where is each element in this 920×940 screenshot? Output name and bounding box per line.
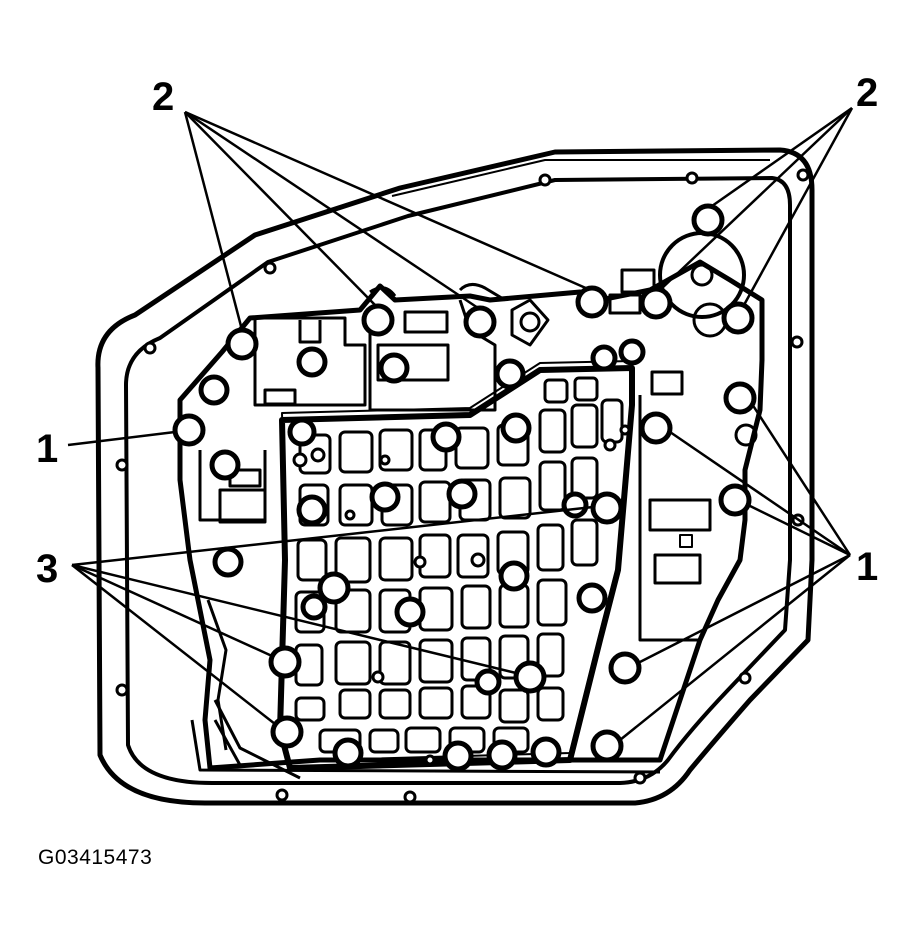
bolt [296,494,328,526]
bolt [723,381,757,415]
bolt [474,668,502,696]
callout-3-left: 3 [36,547,58,591]
bolt [212,546,244,578]
bolt [430,421,462,453]
separator-plate [277,360,635,771]
case-holes [115,168,810,804]
bolts [172,203,757,772]
case-outline [95,147,815,806]
bolt [296,346,328,378]
bolt [446,478,478,510]
bolt [691,203,725,237]
bolt [287,417,317,447]
bolt [639,286,673,320]
bolt [494,358,526,390]
callout-1-right: 1 [856,545,878,589]
bolt [575,285,609,319]
bolt [198,374,230,406]
callout-2-top-right: 2 [856,71,878,115]
bolt [378,352,410,384]
bolt [209,449,241,481]
valve-body [177,231,765,780]
bolt [530,736,562,768]
bolt [317,571,351,605]
bolt [513,660,547,694]
bolt [172,413,206,447]
bolt [500,412,532,444]
bolt [498,560,530,592]
bolt [618,338,646,366]
bolt [590,344,618,372]
bolt [300,593,328,621]
bolt [486,739,518,771]
callout-2-top-left: 2 [152,75,174,119]
bolt [394,596,426,628]
bolt [590,491,624,525]
bolt [332,737,364,769]
bolt [721,301,755,335]
check-ball-holes [292,424,631,766]
bolt [442,740,474,772]
figure-id: G03415473 [38,846,153,869]
leader-lines [67,106,854,741]
bolt [608,651,642,685]
bolt [225,327,259,361]
bolt [576,582,608,614]
bolt [718,483,752,517]
bolt [268,645,302,679]
bolt [463,305,497,339]
bolt [590,729,624,763]
callout-1-left: 1 [36,427,58,471]
bolt [369,481,401,513]
bolt [270,715,304,749]
bolt [361,303,395,337]
bolt [561,491,589,519]
bolt [639,411,673,445]
